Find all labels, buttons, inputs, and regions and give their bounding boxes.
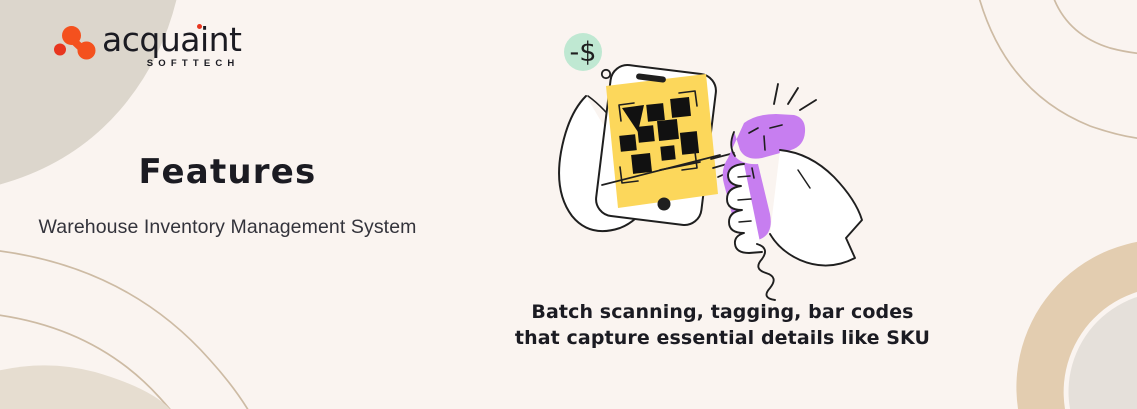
arc-bottom-left-inner <box>0 314 171 409</box>
blob-bottom-left-shape <box>0 365 170 409</box>
scanner-detail-strokes <box>748 124 783 179</box>
brand-text-group: acquaint SOFTTECH <box>102 20 242 70</box>
scanner-gun-outline <box>730 131 736 157</box>
phone-home-button <box>657 197 671 211</box>
scan-line-short <box>659 161 701 171</box>
ring-bottom-right-inner <box>1068 297 1137 409</box>
page-title: Features <box>138 152 317 192</box>
brand-i-dot-icon <box>197 24 202 29</box>
arc-top-right-outer <box>978 0 1137 140</box>
qr-code-graphic <box>619 97 700 174</box>
illustration-caption: Batch scanning, tagging, bar codes that … <box>470 299 975 351</box>
caption-line-2: that capture essential details like SKU <box>514 327 931 349</box>
page-subtitle: Warehouse Inventory Management System <box>38 216 417 238</box>
impact-spark-lines <box>773 83 817 111</box>
discount-badge-label: -$ <box>570 37 597 68</box>
barcode-scanning-illustration: -$ <box>558 33 863 301</box>
brand-logo[interactable]: acquaint SOFTTECH <box>52 20 242 72</box>
right-hand-fingers <box>726 163 763 254</box>
qr-corner-brackets <box>618 90 698 184</box>
caption-line-1: Batch scanning, tagging, bar codes <box>531 301 914 323</box>
discount-badge-circle <box>564 33 602 71</box>
ring-bottom-right-outer <box>1016 241 1137 409</box>
phone-speaker-icon <box>636 73 666 83</box>
brand-name: acquaint <box>102 20 242 59</box>
arc-bottom-left-outer <box>0 250 249 409</box>
headline-block: Features Warehouse Inventory Management … <box>0 152 455 240</box>
right-hand-knuckle-lines <box>737 175 752 223</box>
badge-bubble-icon <box>600 68 612 80</box>
molecule-logo-icon <box>54 26 96 60</box>
brand-tagline: SOFTTECH <box>146 58 240 69</box>
right-hand-arm <box>769 149 863 267</box>
arc-top-right-inner <box>1053 0 1137 55</box>
scanner-cord <box>756 243 776 301</box>
right-arm-crease <box>797 169 811 189</box>
